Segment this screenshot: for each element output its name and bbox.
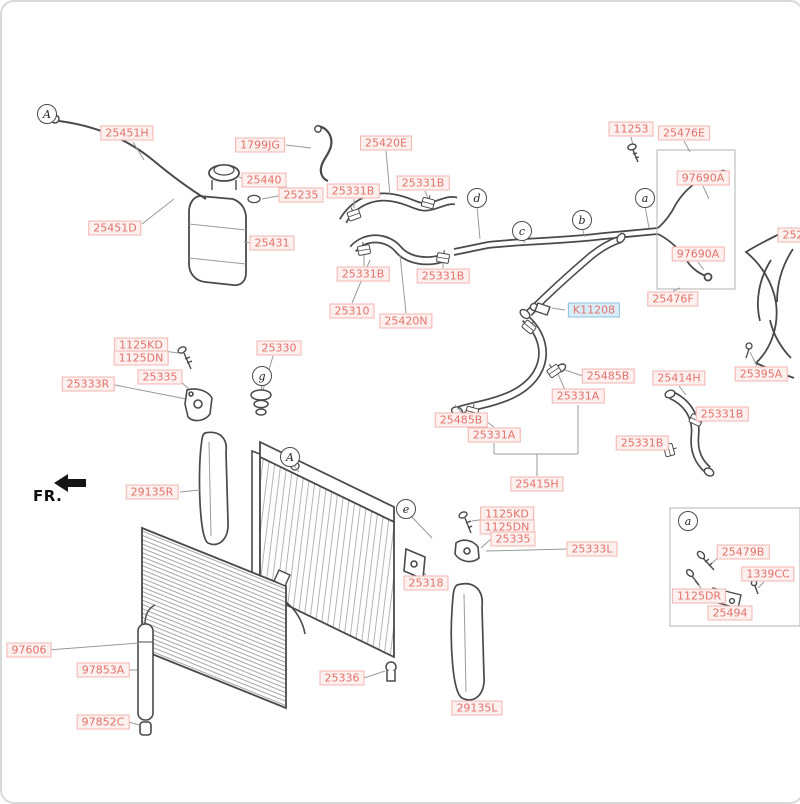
bracket-25318: [404, 549, 425, 579]
radiator-cap-25330: [251, 390, 271, 415]
part-label-25431[interactable]: 25431: [250, 236, 295, 251]
part-label-97853a[interactable]: 97853A: [77, 663, 130, 678]
part-label-1799jg[interactable]: 1799JG: [235, 138, 285, 153]
part-label-25331b[interactable]: 25331B: [397, 176, 450, 191]
part-label-25331a[interactable]: 25331A: [468, 428, 521, 443]
part-label-25336[interactable]: 25336: [320, 671, 365, 686]
part-label-25414h[interactable]: 25414H: [652, 371, 705, 386]
part-label-25330[interactable]: 25330: [257, 341, 302, 356]
reservoir-seal: [248, 195, 260, 202]
fr-label: FR.: [33, 487, 62, 505]
bolt-11253: [627, 143, 639, 162]
part-label-25331b[interactable]: 25331B: [696, 407, 749, 422]
drier-bottom-cap: [140, 722, 151, 735]
part-label-25310[interactable]: 25310: [330, 304, 375, 319]
part-label-25440[interactable]: 25440: [242, 173, 287, 188]
reservoir-bracket-25335: [185, 389, 212, 421]
part-label-25333r[interactable]: 25333R: [62, 377, 115, 392]
part-label-25476f[interactable]: 25476F: [647, 292, 698, 307]
drain-plug-25336: [386, 662, 396, 681]
bolt-1125kd-upper: [177, 346, 192, 369]
part-label-1125dn[interactable]: 1125DN: [114, 351, 169, 366]
part-label-252[interactable]: 252: [778, 228, 800, 243]
fan-bolt-25395a: [746, 343, 752, 349]
part-label-11253[interactable]: 11253: [609, 122, 654, 137]
part-label-25415h[interactable]: 25415H: [510, 477, 563, 492]
hose-clip-bracket-1799jg: [315, 126, 332, 181]
part-label-25331a[interactable]: 25331A: [552, 389, 605, 404]
part-label-97690a[interactable]: 97690A: [672, 247, 725, 262]
part-label-25335[interactable]: 25335: [138, 370, 183, 385]
part-label-25485b[interactable]: 25485B: [435, 413, 488, 428]
part-label-25451h[interactable]: 25451H: [100, 126, 153, 141]
part-label-1339cc[interactable]: 1339CC: [741, 567, 794, 582]
outlet-hose-25414h: [664, 389, 715, 478]
part-label-97852c[interactable]: 97852C: [77, 715, 130, 730]
radiator-mount-bracket: [455, 540, 479, 561]
part-label-25331b[interactable]: 25331B: [417, 269, 470, 284]
part-label-25318[interactable]: 25318: [404, 576, 449, 591]
part-label-1125dr[interactable]: 1125DR: [672, 589, 726, 604]
part-label-25420e[interactable]: 25420E: [360, 136, 412, 151]
part-label-25335[interactable]: 25335: [491, 532, 536, 547]
part-label-25420n[interactable]: 25420N: [379, 314, 432, 329]
part-label-25331b[interactable]: 25331B: [616, 436, 669, 451]
part-label-25451d[interactable]: 25451D: [88, 221, 141, 236]
part-label-97690a[interactable]: 97690A: [677, 171, 730, 186]
part-label-25494[interactable]: 25494: [708, 606, 753, 621]
part-label-25485b[interactable]: 25485B: [582, 369, 635, 384]
part-label-25476e[interactable]: 25476E: [658, 126, 710, 141]
part-label-25479b[interactable]: 25479B: [717, 545, 770, 560]
part-label-29135r[interactable]: 29135R: [126, 485, 179, 500]
bolt-25479b: [696, 550, 706, 560]
part-label-25235[interactable]: 25235: [279, 188, 324, 203]
oil-cooler-tubes: [454, 171, 727, 281]
bolt-1125dr: [685, 568, 694, 577]
fan-shroud-left-bracket: [451, 584, 484, 700]
cooling-fan-partial: [746, 228, 794, 378]
part-label-25331b[interactable]: 25331B: [337, 267, 390, 282]
part-label-97606[interactable]: 97606: [7, 643, 52, 658]
part-label-k11208[interactable]: K11208: [568, 303, 620, 318]
part-label-25331b[interactable]: 25331B: [327, 184, 380, 199]
part-label-25395a[interactable]: 25395A: [735, 367, 788, 382]
part-label-25333l[interactable]: 25333L: [566, 542, 617, 557]
part-label-29135l[interactable]: 29135L: [451, 701, 502, 716]
fan-shroud-right-bracket: [199, 432, 228, 544]
bolt-1125kd-lower: [458, 511, 472, 533]
